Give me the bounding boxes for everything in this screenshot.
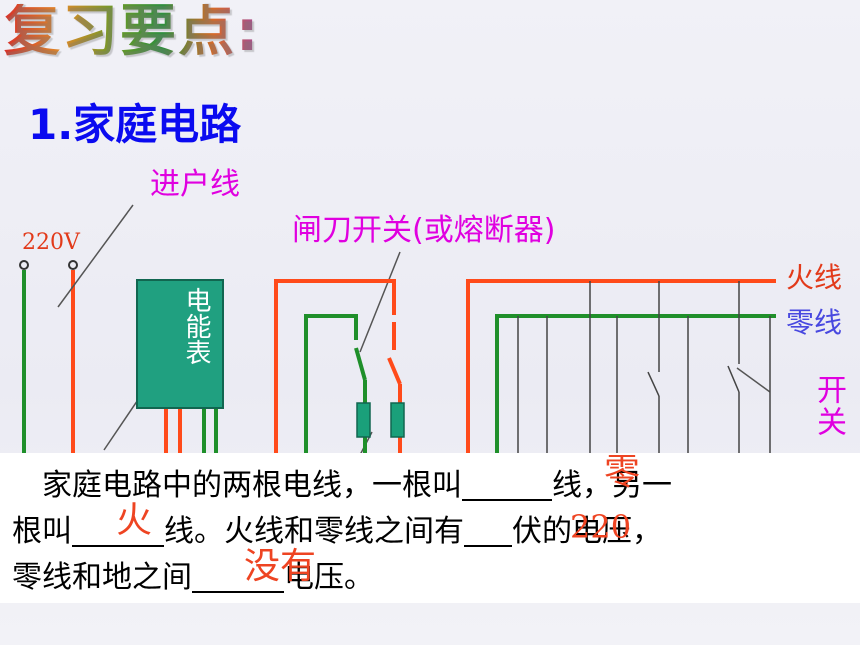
blank-2 <box>72 515 164 547</box>
line3-text-a: 零线和地之间 <box>12 560 192 595</box>
pointer-knife-switch <box>359 251 401 353</box>
mains-neutral-line <box>495 314 776 455</box>
question-panel: 家庭电路中的两根电线，一根叫 线，另一 根叫 线。火线和零线之间有 伏的电压， 零线和… <box>0 453 860 603</box>
answer-3: 220 <box>570 508 632 546</box>
knife-switch-label: 闸刀开关(或熔断器) <box>292 213 556 248</box>
line1-text-b: 线，另一 <box>552 468 672 503</box>
switch-neutral-loop <box>304 314 358 455</box>
line1-text-a: 家庭电路中的两根电线，一根叫 <box>42 468 462 503</box>
line2-text-b: 线。火线和零线之间有 <box>164 514 464 549</box>
mains-live-line <box>466 279 776 455</box>
meter-label: 电能表 <box>181 287 211 365</box>
voltage-label: 220V <box>22 230 80 255</box>
fuse-right <box>390 402 405 438</box>
knife-blade-live <box>387 357 402 385</box>
pointer-switch <box>736 367 771 393</box>
blank-4 <box>192 561 284 593</box>
switch-live-loop <box>274 279 396 455</box>
line2-text-c: 伏的电压， <box>512 514 662 549</box>
paragraph-line-2: 根叫 线。火线和零线之间有 伏的电压， <box>12 515 662 547</box>
knife-blade-neutral <box>354 347 367 381</box>
paragraph-line-1: 家庭电路中的两根电线，一根叫 线，另一 <box>42 469 672 501</box>
answer-4: 没有 <box>244 546 317 587</box>
service-line-label: 进户线 <box>150 167 240 202</box>
terminal-left <box>19 260 29 270</box>
blank-3 <box>464 515 512 547</box>
answer-2: 火 <box>116 500 153 541</box>
terminal-right <box>68 260 78 270</box>
live-line-label: 火线 <box>786 261 843 294</box>
fuse-left <box>356 402 371 438</box>
branch-drops <box>517 281 771 455</box>
answer-1: 零 <box>604 452 641 493</box>
review-title: 复习要点: <box>4 0 261 64</box>
paragraph-line-3: 零线和地之间 电压。 <box>12 561 374 593</box>
section-title: 1.家庭电路 <box>28 100 242 149</box>
line3-text-b: 电压。 <box>284 560 374 595</box>
neutral-line-label: 零线 <box>786 306 843 339</box>
pointer-service-line <box>57 204 134 308</box>
meter-box <box>136 279 224 409</box>
blank-1 <box>462 469 552 501</box>
switch-label: 开关 <box>811 374 846 438</box>
line2-text-a: 根叫 <box>12 514 72 549</box>
